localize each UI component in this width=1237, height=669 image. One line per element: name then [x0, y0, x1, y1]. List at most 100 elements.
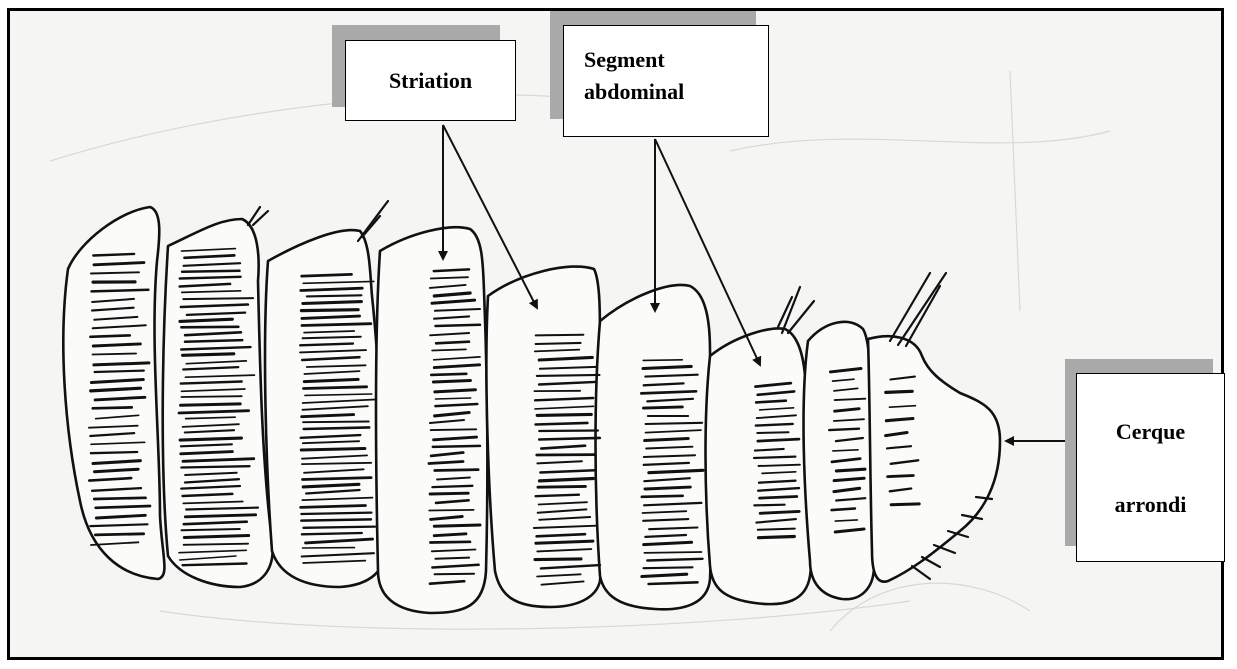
striation-mark	[180, 319, 232, 321]
striation-mark	[94, 363, 149, 365]
striation-mark	[754, 457, 795, 458]
striation-mark	[757, 432, 788, 433]
striation-mark	[429, 510, 473, 511]
striation-mark	[436, 342, 469, 344]
striation-mark	[759, 465, 800, 466]
striation-mark	[184, 544, 249, 545]
striation-mark	[434, 525, 480, 526]
striation-mark	[431, 429, 477, 430]
striation-mark	[760, 497, 797, 499]
striation-mark	[93, 407, 132, 408]
striation-mark	[95, 371, 144, 372]
striation-mark	[754, 505, 784, 506]
striation-mark	[300, 344, 353, 346]
striation-mark	[758, 439, 799, 441]
striation-mark	[643, 360, 682, 361]
striation-mark	[91, 272, 139, 273]
striation-mark	[181, 327, 238, 328]
striation-mark	[536, 423, 588, 425]
striation-mark	[90, 335, 129, 336]
striation-mark	[304, 527, 376, 528]
striation-mark	[644, 407, 683, 408]
striation-mark	[185, 515, 255, 517]
striation-mark	[647, 559, 702, 561]
striation-mark	[94, 498, 145, 499]
striation-mark	[537, 375, 600, 376]
striation-mark	[436, 558, 470, 559]
striation-mark	[430, 493, 468, 494]
striation-mark	[758, 529, 795, 530]
striation-mark	[432, 349, 466, 350]
striation-mark	[760, 511, 799, 513]
striation-mark	[182, 271, 239, 272]
striation-mark	[836, 469, 865, 471]
striation-mark	[303, 422, 369, 423]
striation-mark	[832, 509, 855, 511]
striation-mark	[304, 427, 369, 429]
striation-mark	[307, 295, 362, 296]
striation-mark	[538, 486, 585, 487]
striation-mark	[756, 401, 786, 403]
striation-mark	[431, 374, 466, 375]
striation-mark	[829, 429, 859, 430]
striation-mark	[93, 254, 134, 256]
striation-mark	[95, 534, 143, 535]
striation-mark	[301, 310, 358, 311]
striation-mark	[535, 559, 581, 560]
striation-mark	[183, 354, 234, 356]
striation-mark	[430, 542, 470, 543]
striation-mark	[891, 504, 919, 505]
striation-mark	[435, 574, 474, 575]
striation-mark	[180, 438, 241, 440]
striation-mark	[302, 324, 371, 326]
striation-mark	[644, 552, 701, 553]
striation-mark	[434, 534, 466, 536]
striation-mark	[643, 366, 691, 368]
striation-mark	[303, 302, 362, 304]
label-cerque-line1: Cerque	[1116, 395, 1185, 468]
striation-mark	[645, 487, 690, 489]
striation-mark	[649, 582, 698, 584]
callout-striation: Striation	[345, 40, 516, 121]
striation-mark	[433, 381, 470, 383]
striation-mark	[92, 290, 149, 292]
striation-mark	[91, 452, 137, 453]
striation-mark	[759, 537, 795, 538]
striation-mark	[301, 506, 366, 508]
striation-mark	[536, 343, 581, 344]
label-striation: Striation	[389, 68, 472, 94]
striation-mark	[886, 419, 913, 421]
striation-mark	[432, 486, 472, 487]
striation-mark	[833, 450, 858, 451]
striation-mark	[96, 506, 150, 508]
striation-mark	[756, 424, 793, 426]
striation-mark	[642, 496, 683, 497]
striation-mark	[181, 404, 241, 405]
striation-mark	[644, 567, 693, 568]
striation-mark	[645, 439, 689, 441]
striation-mark	[183, 298, 253, 299]
striation-mark	[436, 398, 471, 399]
striation-mark	[182, 529, 240, 530]
segment-5	[486, 267, 603, 607]
striation-mark	[93, 354, 137, 355]
striation-mark	[886, 391, 912, 392]
striation-mark	[301, 449, 365, 451]
striation-mark	[536, 541, 593, 543]
striation-mark	[537, 414, 591, 415]
striation-mark	[185, 340, 242, 342]
striation-mark	[303, 478, 372, 480]
striation-mark	[646, 423, 703, 424]
callout-segment-abdominal: Segment abdominal	[563, 25, 769, 137]
striation-mark	[433, 446, 480, 447]
striation-mark	[180, 277, 241, 279]
striation-mark	[539, 431, 598, 432]
striation-mark	[301, 519, 371, 520]
label-segment-line1: Segment	[584, 44, 768, 76]
callout-cerque-arrondi: Cerque arrondi	[1076, 373, 1225, 562]
striation-mark	[304, 387, 367, 389]
striation-mark	[888, 476, 914, 477]
striation-mark	[434, 269, 469, 271]
striation-mark	[302, 533, 362, 534]
striation-mark	[539, 438, 600, 440]
